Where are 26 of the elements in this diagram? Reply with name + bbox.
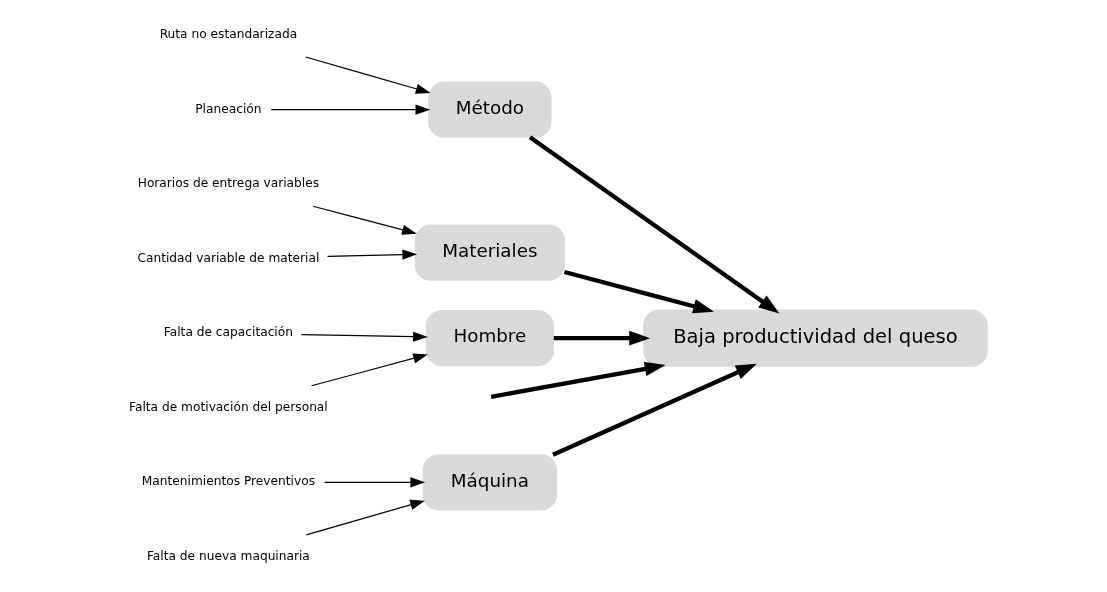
- node-text: Falta de capacitación: [163, 325, 293, 340]
- arrow: [305, 499, 425, 536]
- node-text: Cantidad variable de material: [136, 250, 319, 265]
- arrow: [326, 249, 417, 260]
- node-text: Falta de nueva maquinaria: [146, 548, 310, 563]
- node-box: Hombre: [425, 310, 554, 367]
- node-text: Ruta no estandarizada: [159, 27, 297, 42]
- node-text: Falta de motivación del personal: [128, 399, 328, 414]
- arrow: [563, 269, 714, 314]
- arrow: [304, 56, 430, 94]
- arrow: [270, 104, 430, 115]
- node-text: Mantenimientos Preventivos: [141, 474, 315, 489]
- node-text: Horarios de entrega variables: [137, 176, 319, 191]
- arrow: [323, 477, 425, 488]
- node-box: Baja productividad del queso: [642, 309, 988, 367]
- node-text: Planeación: [194, 101, 262, 116]
- arrow: [311, 205, 417, 235]
- arrow: [310, 353, 428, 387]
- arrow: [528, 135, 779, 314]
- node-box: Materiales: [414, 224, 565, 281]
- arrow: [553, 330, 650, 346]
- arrow: [490, 361, 666, 399]
- node-box: Método: [427, 81, 552, 138]
- arrow: [551, 363, 757, 457]
- arrow: [300, 331, 428, 342]
- node-box: Máquina: [422, 454, 557, 511]
